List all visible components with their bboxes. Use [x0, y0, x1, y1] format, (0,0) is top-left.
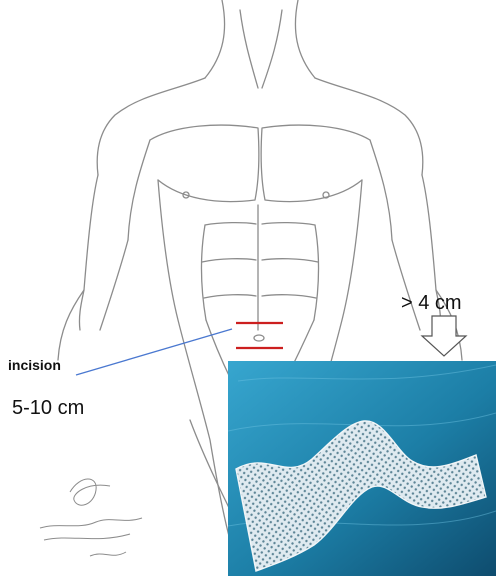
incision-size-label: 5-10 cm: [12, 397, 84, 420]
hollow-down-arrow-icon: [422, 316, 466, 356]
incision-pointer-line: [76, 329, 232, 375]
artist-signature: [40, 479, 142, 556]
mesh-photo: [228, 361, 496, 576]
mesh-size-label: > 4 cm: [401, 292, 462, 315]
incision-label: incision: [8, 357, 61, 373]
